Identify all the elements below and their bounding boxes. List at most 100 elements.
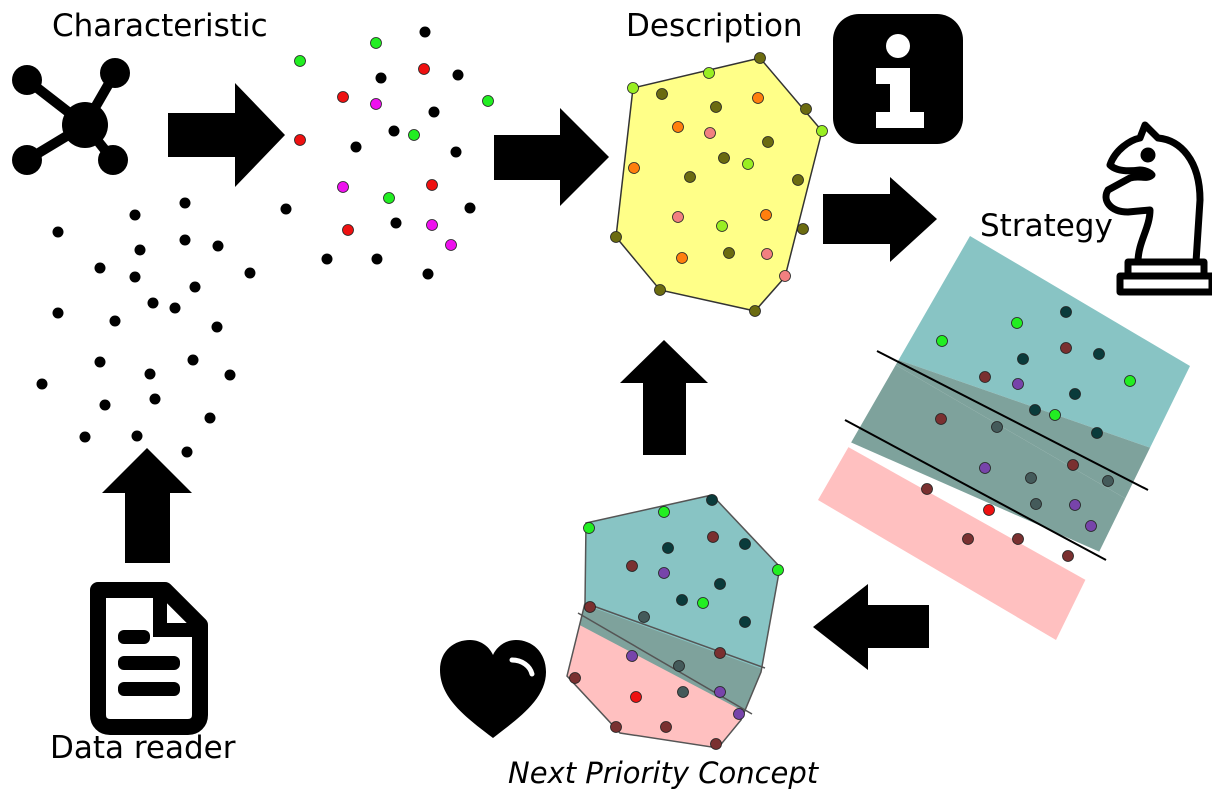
scatter-point [630,691,642,703]
scatter-point [1049,409,1061,421]
scatter-point [450,146,462,158]
scatter-point [816,125,828,137]
scatter-point [583,522,595,534]
scatter-point [342,224,354,236]
strategy-label: Strategy [980,208,1113,244]
scatter-point [677,686,689,698]
scatter-points [36,26,1136,750]
scatter-point [1011,317,1023,329]
scatter-point [408,129,420,141]
scatter-point [672,211,684,223]
scatter-point [626,560,638,572]
scatter-point [422,268,434,280]
scatter-point [99,399,111,411]
scatter-point [772,564,784,576]
scatter-point [1062,550,1074,562]
scatter-point [452,69,464,81]
scatter-point [181,446,193,458]
scatter-point [337,91,349,103]
scatter-point [370,98,382,110]
scatter-point [936,335,948,347]
scatter-point [716,220,728,232]
arrow-left [813,584,929,670]
scatter-point [144,368,156,380]
scatter-point [754,52,766,64]
scatter-point [147,297,159,309]
scatter-point [710,738,722,750]
scatter-point [1091,427,1103,439]
scatter-point [779,270,791,282]
scatter-point [52,226,64,238]
scatter-point [464,202,476,214]
scatter-point [676,252,688,264]
scatter-point [244,267,256,279]
scatter-point [419,26,431,38]
scatter-point [445,239,457,251]
scatter-point [131,430,143,442]
scatter-point [656,88,668,100]
scatter-point [1067,459,1079,471]
scatter-point [1030,498,1042,510]
scatter-point [375,72,387,84]
scatter-point [1069,499,1081,511]
scatter-point [179,234,191,246]
scatter-point [935,413,947,425]
scatter-point [109,315,121,327]
scatter-point [983,504,995,516]
scatter-point [673,660,685,672]
scatter-point [1060,342,1072,354]
info-icon [833,14,963,144]
scatter-point [294,134,306,146]
scatter-point [350,141,362,153]
scatter-point [684,171,696,183]
scatter-point [428,106,440,118]
scatter-point [714,578,726,590]
scatter-point [991,421,1003,433]
scatter-point [610,231,622,243]
scatter-point [962,533,974,545]
scatter-point [610,721,622,733]
scatter-point [760,209,772,221]
scatter-point [388,125,400,137]
characteristic-label: Characteristic [52,8,268,44]
scatter-point [792,174,804,186]
scatter-point [706,494,718,506]
scatter-point [707,531,719,543]
scatter-point [426,179,438,191]
scatter-point [187,354,199,366]
scatter-point [189,281,201,293]
scatter-point [761,248,773,260]
scatter-point [211,321,223,333]
scatter-point [1069,388,1081,400]
scatter-point [337,181,349,193]
scatter-point [79,431,91,443]
scatter-point [703,67,715,79]
scatter-point [660,721,672,733]
scatter-point [662,542,674,554]
concept-hull [566,494,781,749]
scatter-point [723,247,735,259]
scatter-point [742,158,754,170]
scatter-point [979,371,991,383]
scatter-point [710,101,722,113]
scatter-point [672,121,684,133]
scatter-point [1025,472,1037,484]
scatter-point [149,393,161,405]
scatter-point [371,253,383,265]
scatter-point [697,597,709,609]
scatter-point [94,356,106,368]
next-priority-concept-label: Next Priority Concept [508,756,819,790]
scatter-point [418,63,430,75]
scatter-point [134,244,146,256]
scatter-point [1085,520,1097,532]
scatter-point [569,672,581,684]
scatter-point [129,209,141,221]
scatter-point [426,219,438,231]
chess-knight-icon [1102,121,1212,296]
scatter-point [321,253,333,265]
scatter-point [797,223,809,235]
arrow-up-left [102,448,192,563]
scatter-point [658,506,670,518]
scatter-point [1102,475,1114,487]
scatter-point [752,92,764,104]
